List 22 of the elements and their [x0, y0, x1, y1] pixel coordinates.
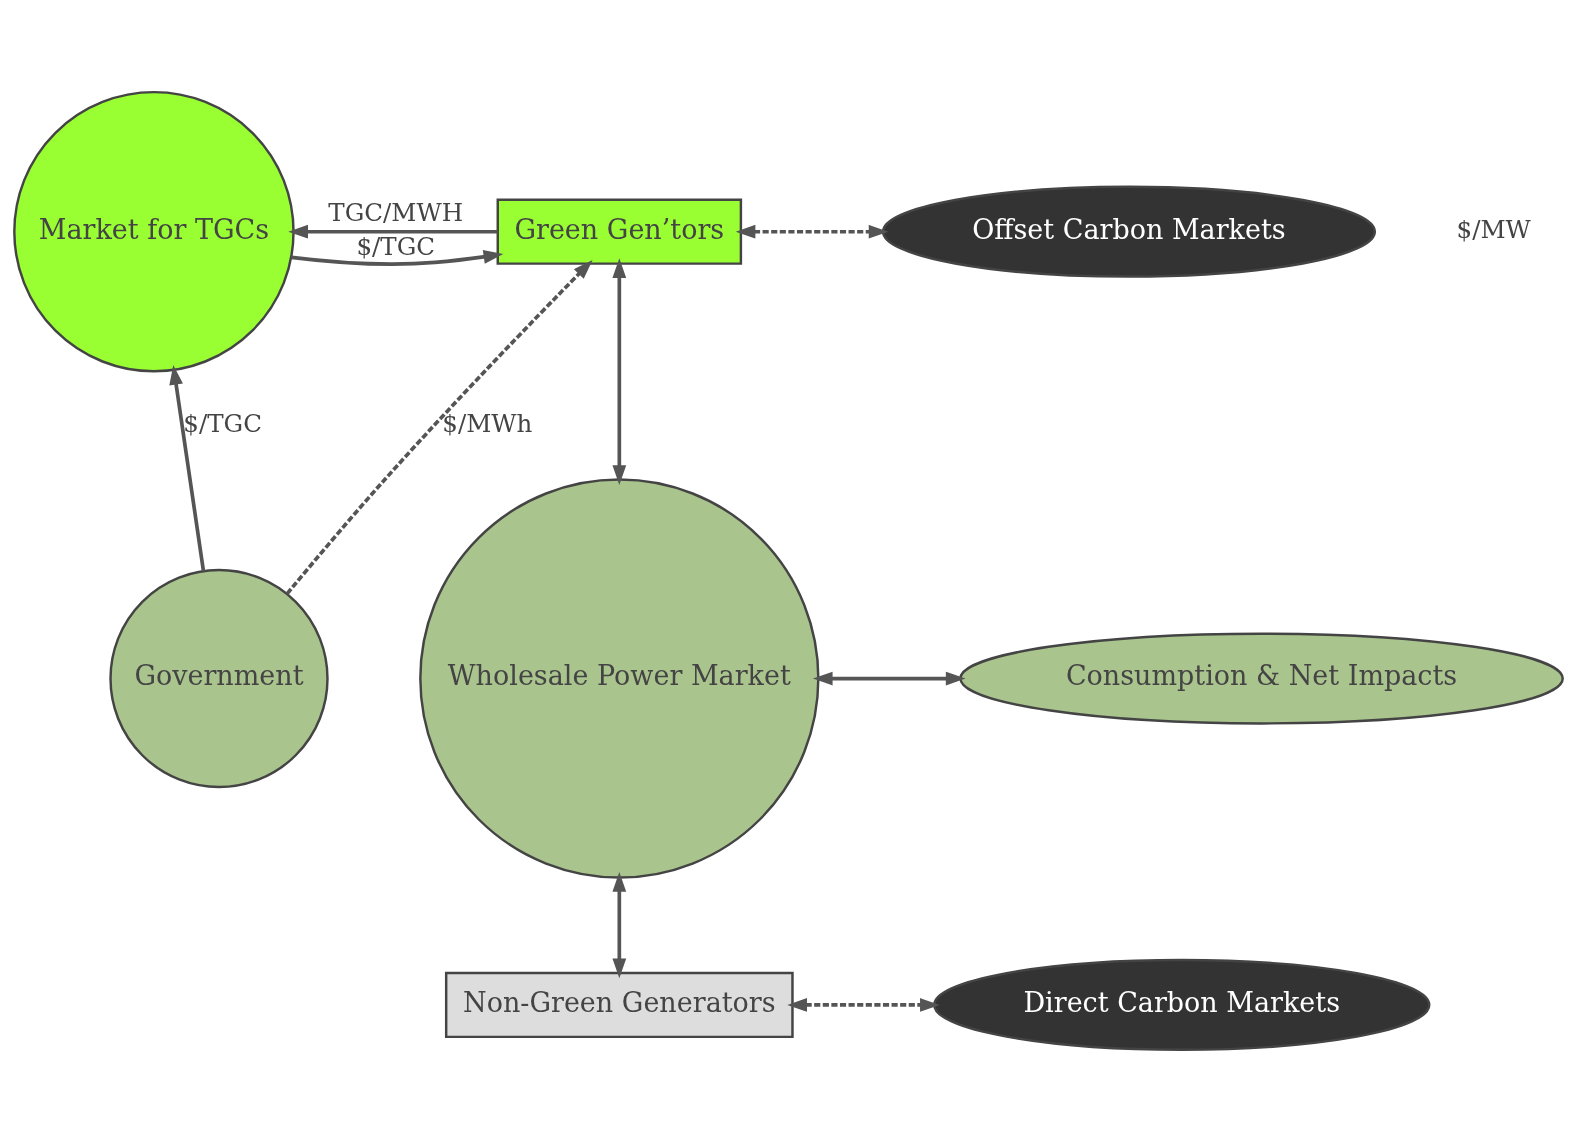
arrow: [290, 250, 503, 266]
node-box: Non-Green Generators: [444, 971, 794, 1039]
node-circle: Government: [108, 568, 329, 789]
node-circle: Wholesale Power Market: [418, 478, 820, 879]
arrow: [735, 224, 888, 239]
node-ellipse: Direct Carbon Markets: [932, 958, 1430, 1052]
arrow: [168, 365, 205, 572]
arrow: [812, 671, 966, 686]
node-circle: Market for TGCs: [12, 90, 295, 373]
edge-label: $/TGC: [355, 232, 435, 262]
edge-label: $/MWh: [441, 408, 532, 438]
arrow: [611, 258, 626, 485]
edge-label: $/TGC: [182, 408, 262, 438]
arrow: [611, 871, 626, 979]
arrow: [285, 259, 593, 595]
label: $/MW: [1456, 214, 1531, 244]
arrow: [786, 998, 940, 1012]
node-ellipse: Offset Carbon Markets: [881, 185, 1376, 278]
arrow: [287, 224, 498, 239]
node-ellipse: Consumption & Net Impacts: [958, 632, 1564, 725]
edge-label: TGC/MWH: [327, 197, 463, 227]
node-box: Green Gen’tors: [496, 198, 742, 265]
